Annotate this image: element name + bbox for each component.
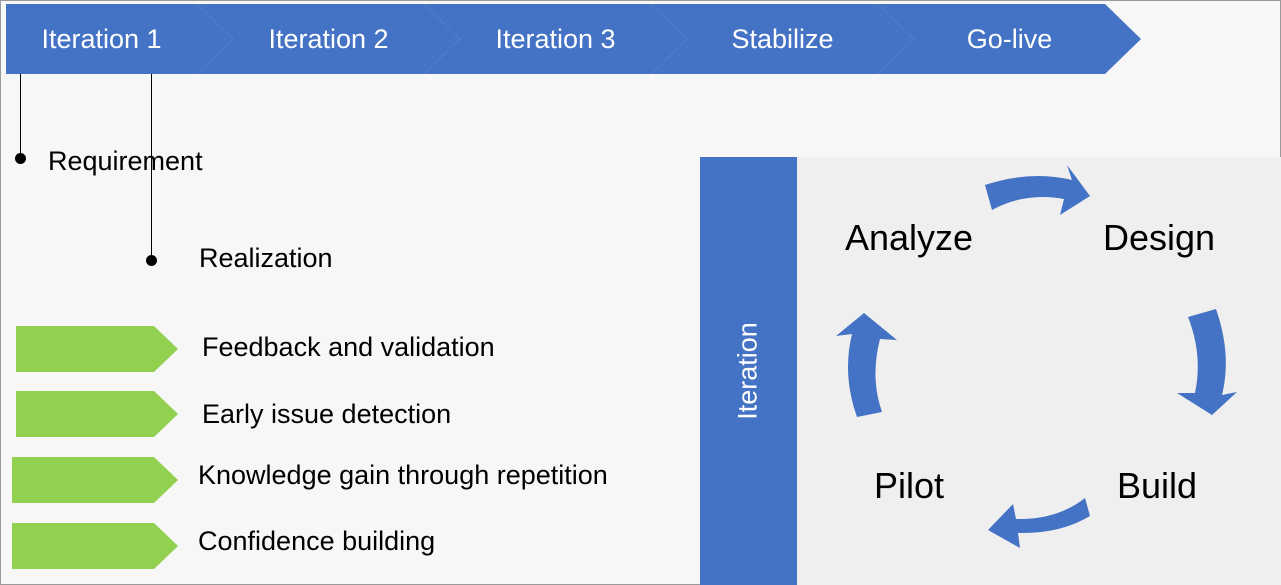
arrow-analyze-to-design [985,165,1090,215]
benefit-confidence: Confidence building [198,526,436,556]
requirement-label: Requirement [48,146,203,176]
benefit-marker-feedback [16,326,178,372]
benefit-early-issue: Early issue detection [202,399,452,429]
realization-connector [151,74,152,260]
cycle-step-build: Build [1117,465,1198,506]
cycle-step-design: Design [1103,217,1216,258]
cycle-step-analyze: Analyze [845,217,974,258]
realization-label: Realization [199,243,333,273]
arrow-pilot-to-analyze [836,313,897,417]
benefit-marker-early-issue [16,391,178,437]
arrow-design-to-build [1177,309,1237,415]
benefit-feedback: Feedback and validation [202,332,495,362]
realization-dot [146,255,157,266]
phase-go-live: Go-live [878,4,1141,74]
phase-iteration-3: Iteration 3 [424,4,687,74]
benefit-marker-confidence [12,523,178,569]
arrow-build-to-pilot [988,498,1090,548]
phase-stabilize: Stabilize [651,4,914,74]
iteration-bar [700,157,797,585]
phase-iteration-1: Iteration 1 [6,4,233,74]
phase-iteration-2: Iteration 2 [197,4,460,74]
requirement-connector [20,74,21,158]
benefit-marker-knowledge [12,457,178,503]
benefit-knowledge: Knowledge gain through repetition [198,460,608,490]
cycle-step-pilot: Pilot [874,465,945,506]
requirement-dot [15,153,26,164]
